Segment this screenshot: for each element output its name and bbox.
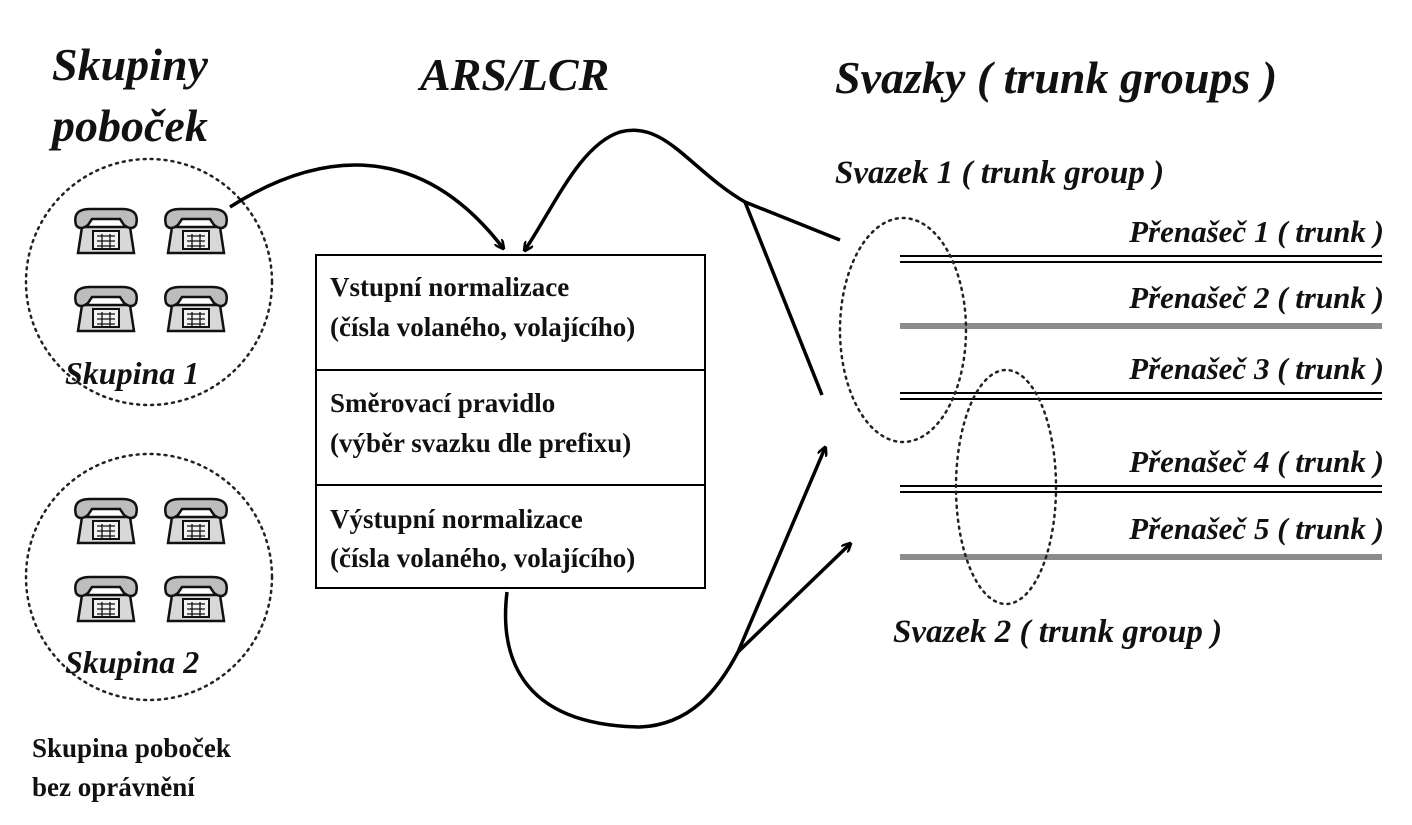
phone-icon bbox=[74, 207, 138, 255]
trunk-label: Přenašeč 2 ( trunk ) bbox=[1128, 280, 1384, 315]
trunk-group-1-label: Svazek 1 ( trunk group ) bbox=[835, 155, 1164, 191]
header-ars-lcr: ARS/LCR bbox=[417, 49, 609, 100]
output-normalization-title: Výstupní normalizace bbox=[330, 504, 583, 534]
group-2-ring bbox=[24, 452, 274, 702]
trunk-group-2-ellipse bbox=[954, 368, 1058, 606]
arrow-output-to-group2 bbox=[736, 544, 850, 654]
header-branch-groups-line1: Skupiny bbox=[52, 39, 209, 90]
trunk-group-2-label: Svazek 2 ( trunk group ) bbox=[893, 614, 1222, 650]
no-permission-note-line1: Skupina poboček bbox=[32, 733, 231, 763]
group-1-label: Skupina 1 bbox=[65, 355, 199, 391]
output-normalization-detail: (čísla volaného, volajícího) bbox=[330, 543, 635, 573]
input-normalization-detail: (čísla volaného, volajícího) bbox=[330, 312, 635, 342]
header-trunk-groups: Svazky ( trunk groups ) bbox=[835, 52, 1277, 103]
phone-icon bbox=[164, 207, 228, 255]
no-permission-note-line2: bez oprávnění bbox=[32, 772, 195, 802]
phone-icon bbox=[164, 497, 228, 545]
phone-icon bbox=[74, 575, 138, 623]
trunk-label: Přenašeč 5 ( trunk ) bbox=[1128, 511, 1384, 546]
trunk-label: Přenašeč 1 ( trunk ) bbox=[1128, 214, 1384, 249]
extension-group-1: Skupina 1 bbox=[24, 157, 274, 407]
trunk-3: Přenašeč 3 ( trunk ) bbox=[900, 351, 1384, 400]
ars-box: Vstupní normalizace (čísla volaného, vol… bbox=[315, 254, 706, 589]
trunk-4: Přenašeč 4 ( trunk ) bbox=[900, 444, 1384, 493]
arrow-ars-output bbox=[503, 591, 740, 729]
input-normalization-title: Vstupní normalizace bbox=[330, 272, 569, 302]
header-branch-groups-line2: poboček bbox=[48, 100, 208, 151]
phone-icon bbox=[164, 575, 228, 623]
phone-icon bbox=[74, 285, 138, 333]
group-2-label: Skupina 2 bbox=[65, 644, 199, 680]
extension-group-2: Skupina 2 bbox=[24, 452, 274, 702]
arrow-trunk-group1-to-ars bbox=[525, 128, 841, 250]
arrow-output-to-group1 bbox=[736, 448, 825, 653]
trunk-2: Přenašeč 2 ( trunk ) bbox=[900, 280, 1384, 329]
trunk-label: Přenašeč 3 ( trunk ) bbox=[1128, 351, 1384, 386]
group-1-ring bbox=[24, 157, 274, 407]
trunk-label: Přenašeč 4 ( trunk ) bbox=[1128, 444, 1384, 479]
trunk-group-1-ellipse bbox=[838, 216, 968, 444]
trunk-1: Přenašeč 1 ( trunk ) bbox=[900, 214, 1384, 263]
arrow-group-to-ars bbox=[229, 163, 503, 248]
routing-rule-detail: (výběr svazku dle prefixu) bbox=[330, 428, 631, 458]
trunk-5: Přenašeč 5 ( trunk ) bbox=[900, 511, 1384, 560]
phone-icon bbox=[74, 497, 138, 545]
phone-icon bbox=[164, 285, 228, 333]
arrow-trunk-group1-branch bbox=[743, 201, 824, 396]
ars-box-frame bbox=[315, 254, 706, 589]
routing-rule-title: Směrovací pravidlo bbox=[330, 388, 555, 418]
